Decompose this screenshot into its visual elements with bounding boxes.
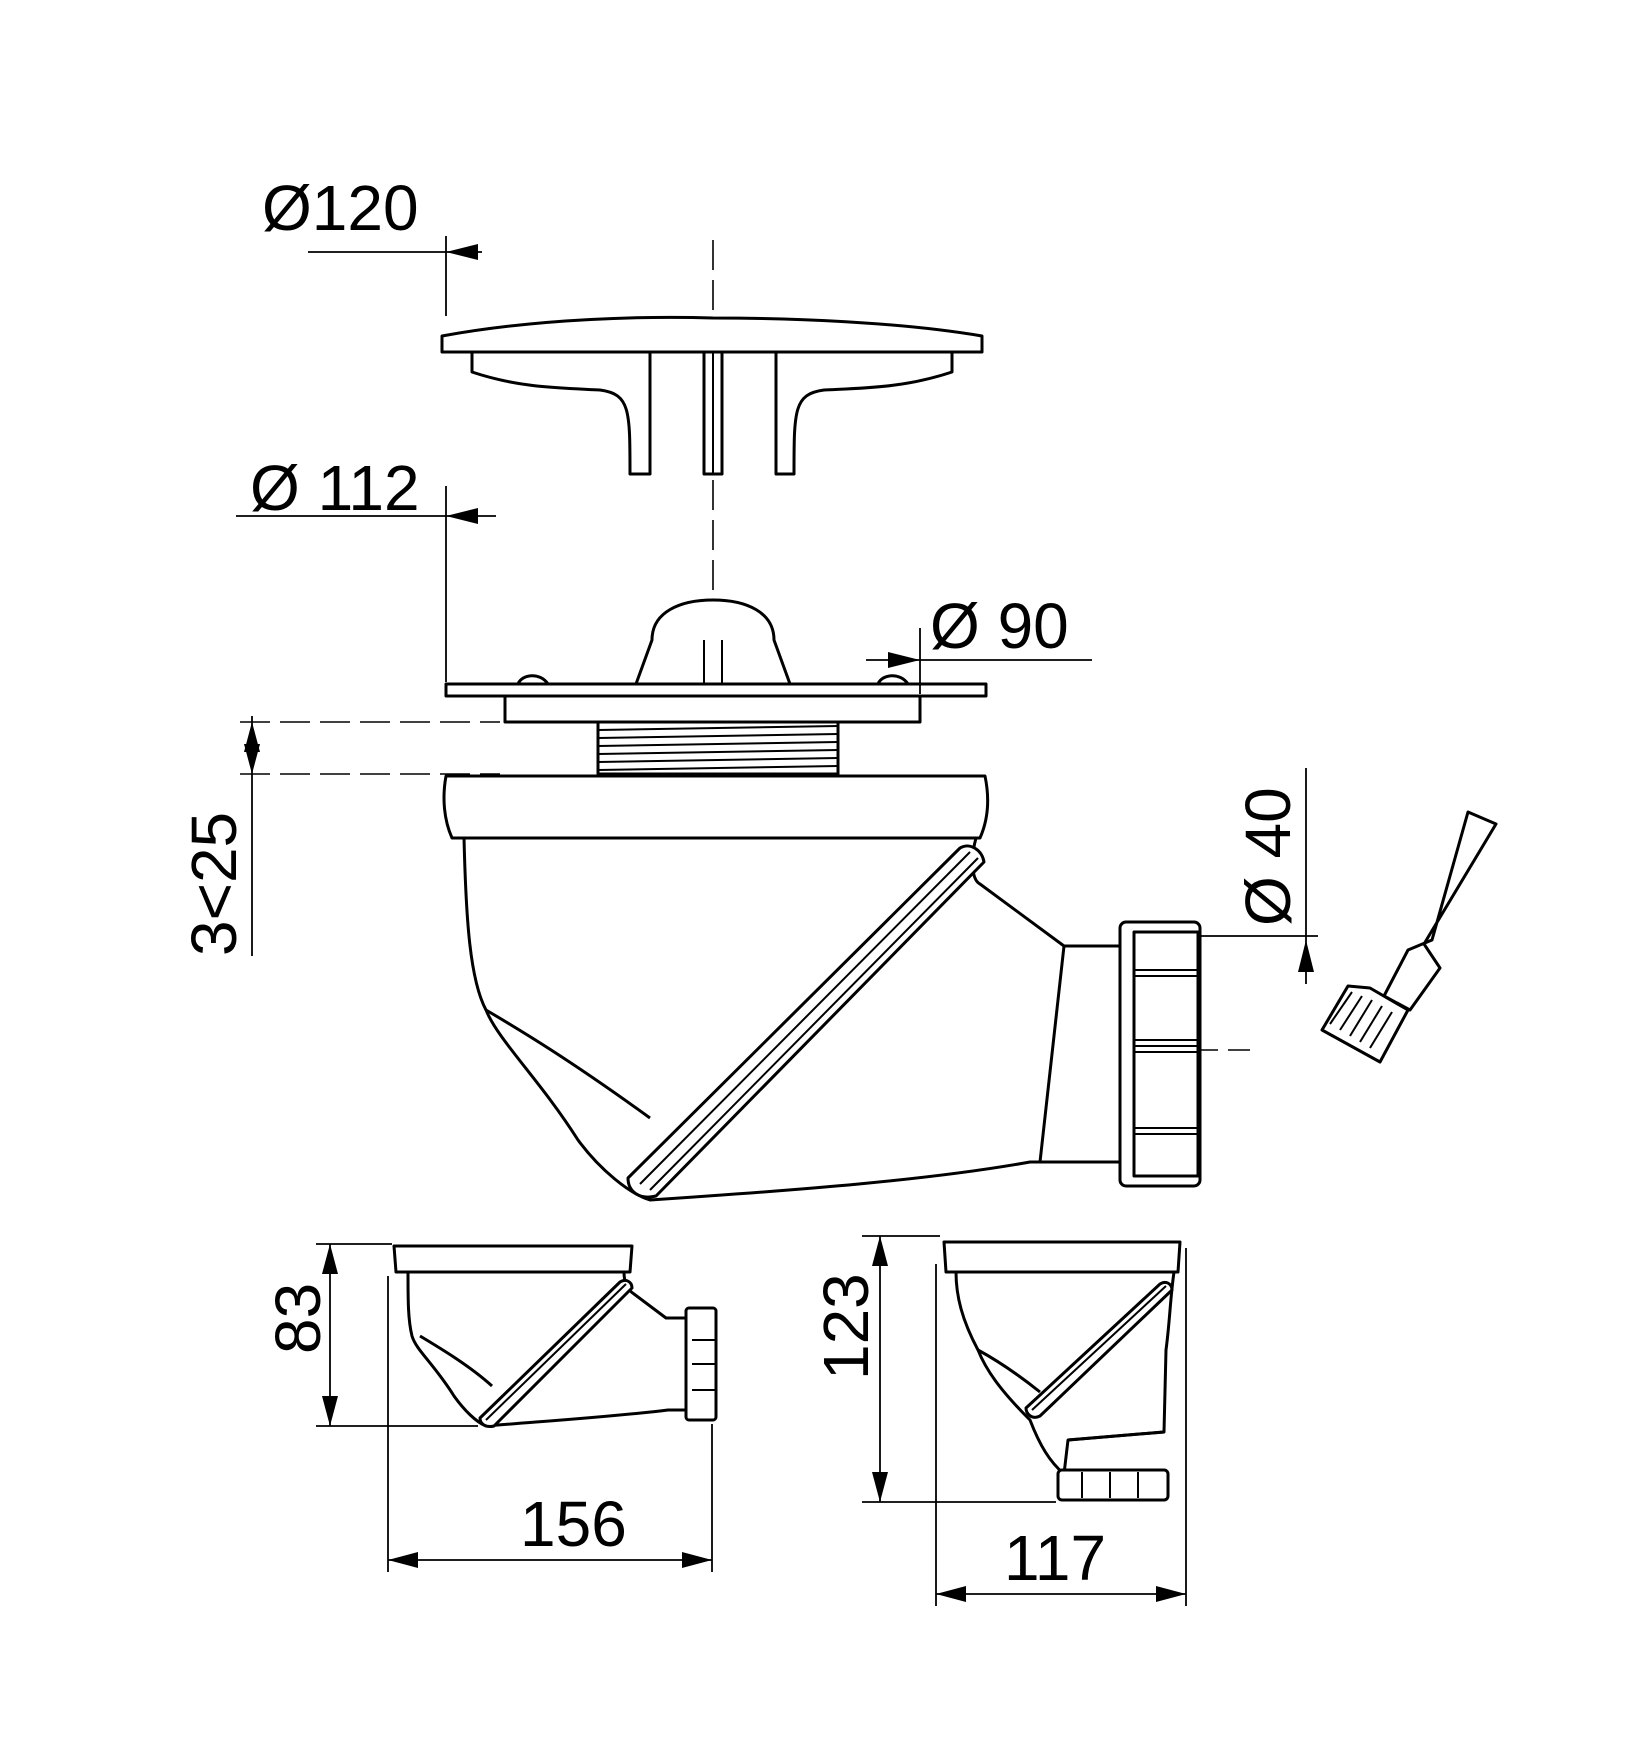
dim-label-front-height: 123 [810, 1273, 882, 1380]
dim-cover-diameter: Ø120 [262, 172, 482, 316]
dim-label-thickness: 3<25 [178, 812, 250, 956]
dim-grate-diameter: Ø 90 [866, 590, 1092, 694]
dim-outlet-diameter: Ø 40 [1200, 768, 1318, 984]
dim-flange-diameter: Ø 112 [236, 452, 496, 682]
dim-label-front-width: 117 [1004, 1522, 1106, 1594]
thread-lines [597, 725, 839, 771]
side-view: 83 156 [262, 1243, 718, 1572]
front-view: 123 117 [810, 1235, 1187, 1606]
dim-label-side-height: 83 [262, 1283, 334, 1354]
dim-label-cover: Ø120 [262, 172, 419, 244]
dim-label-outlet: Ø 40 [1232, 787, 1304, 926]
dim-label-flange: Ø 112 [250, 452, 420, 524]
glue-brush-icon [1320, 810, 1498, 1064]
trap-body [442, 774, 1202, 1202]
drain-cover [440, 315, 984, 476]
dim-tile-thickness: 3<25 [178, 716, 500, 956]
drain-flange [444, 598, 988, 776]
dim-label-grate: Ø 90 [930, 590, 1069, 662]
dim-label-side-width: 156 [520, 1488, 627, 1560]
